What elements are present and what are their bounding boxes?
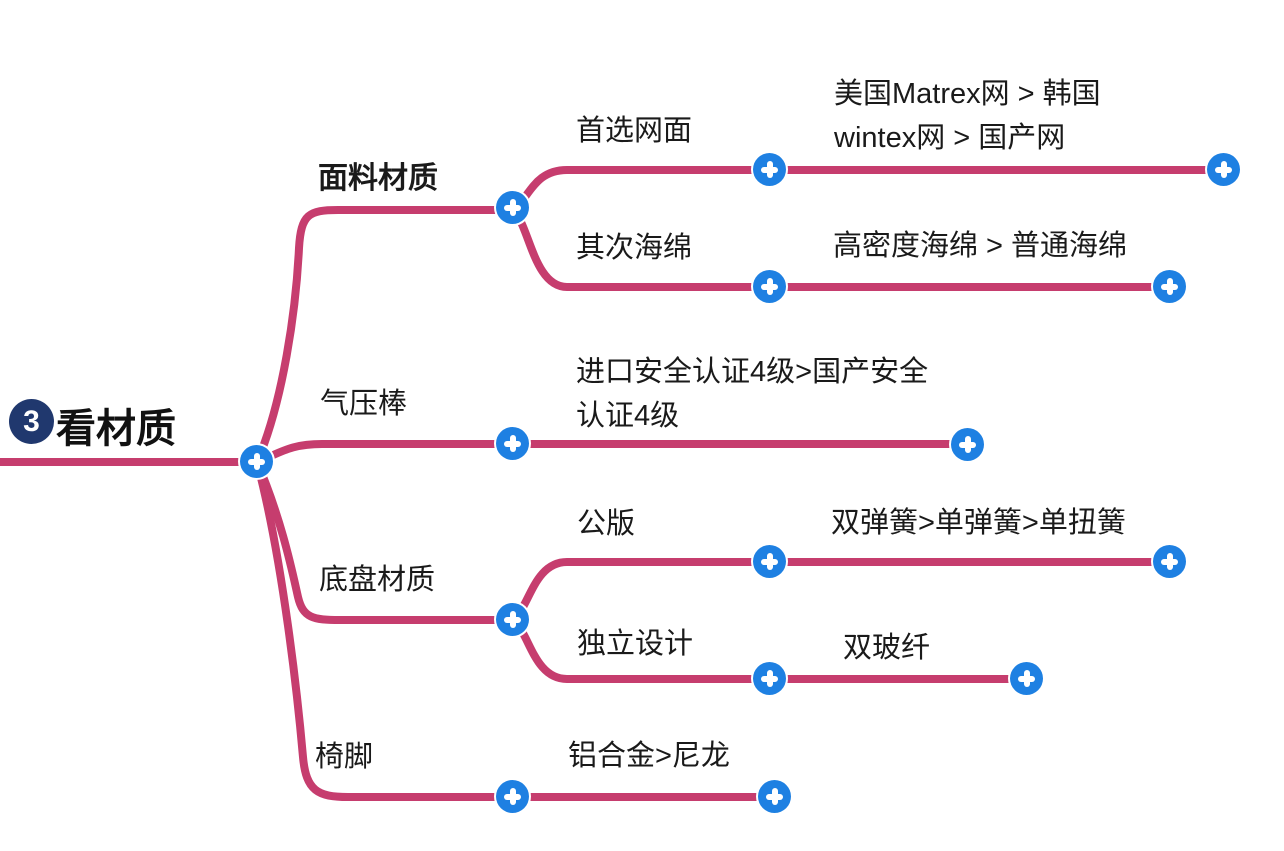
expand-button-gas-rank[interactable] — [951, 428, 984, 461]
branch-public-line — [509, 558, 1174, 623]
plus-icon — [496, 780, 529, 813]
plus-icon — [1010, 662, 1043, 695]
branch-chassis-line — [253, 458, 517, 624]
expand-button-independent[interactable] — [753, 662, 786, 695]
plus-icon — [496, 191, 529, 224]
node-sponge-rank-label[interactable]: 高密度海绵 > 普通海绵 — [833, 230, 1128, 262]
expand-button-mesh-rank[interactable] — [1207, 153, 1240, 186]
expand-button-mesh[interactable] — [753, 153, 786, 186]
plus-icon — [753, 545, 786, 578]
node-sponge-label[interactable]: 其次海绵 — [576, 232, 693, 264]
expand-button-gas-lift[interactable] — [496, 427, 529, 460]
plus-icon — [753, 662, 786, 695]
gas-rank-line-1: 进口安全认证4级>国产安全 — [576, 356, 929, 388]
node-independent-label[interactable]: 独立设计 — [577, 628, 694, 660]
mesh-rank-line-2: wintex网 > 国产网 — [834, 122, 1066, 154]
expand-button-chassis[interactable] — [496, 603, 529, 636]
node-gas-rank-label[interactable]: 进口安全认证4级>国产安全 认证4级 — [576, 350, 928, 438]
plus-icon — [1153, 270, 1186, 303]
expand-button-legs-rank[interactable] — [758, 780, 791, 813]
plus-icon — [496, 603, 529, 636]
mesh-rank-line-1: 美国Matrex网 > 韩国 — [834, 78, 1101, 110]
node-legs-label[interactable]: 椅脚 — [315, 741, 374, 773]
expand-button-public-rank[interactable] — [1153, 545, 1186, 578]
expand-button-sponge-rank[interactable] — [1153, 270, 1186, 303]
expand-button-sponge[interactable] — [753, 270, 786, 303]
node-mesh-rank-label[interactable]: 美国Matrex网 > 韩国 wintex网 > 国产网 — [834, 72, 1101, 160]
expand-button-public-version[interactable] — [753, 545, 786, 578]
expand-button-root[interactable] — [240, 445, 273, 478]
node-independent-rank-label[interactable]: 双玻纤 — [843, 632, 931, 664]
plus-icon — [1207, 153, 1240, 186]
plus-icon — [758, 780, 791, 813]
gas-rank-line-2: 认证4级 — [576, 400, 680, 432]
expand-button-legs[interactable] — [496, 780, 529, 813]
node-gas-lift-label[interactable]: 气压棒 — [320, 388, 408, 420]
expand-button-fabric[interactable] — [496, 191, 529, 224]
node-chassis-label[interactable]: 底盘材质 — [319, 564, 436, 596]
node-fabric-label[interactable]: 面料材质 — [318, 162, 438, 195]
branch-legs-line — [253, 458, 779, 801]
plus-icon — [951, 428, 984, 461]
branch-gas-line — [253, 440, 972, 466]
node-public-rank-label[interactable]: 双弹簧>单弹簧>单扭簧 — [831, 507, 1126, 539]
plus-icon — [753, 270, 786, 303]
node-mesh-label[interactable]: 首选网面 — [576, 115, 693, 147]
expand-button-independent-rank[interactable] — [1010, 662, 1043, 695]
plus-icon — [753, 153, 786, 186]
plus-icon — [1153, 545, 1186, 578]
branch-mesh-line — [509, 166, 1228, 213]
root-node-label[interactable]: 看材质 — [56, 407, 176, 451]
root-number-badge: 3 — [9, 399, 54, 444]
node-legs-rank-label[interactable]: 铝合金>尼龙 — [568, 740, 730, 772]
node-public-version-label[interactable]: 公版 — [577, 508, 636, 540]
plus-icon — [496, 427, 529, 460]
plus-icon — [240, 445, 273, 478]
branch-fabric-line — [253, 206, 517, 466]
